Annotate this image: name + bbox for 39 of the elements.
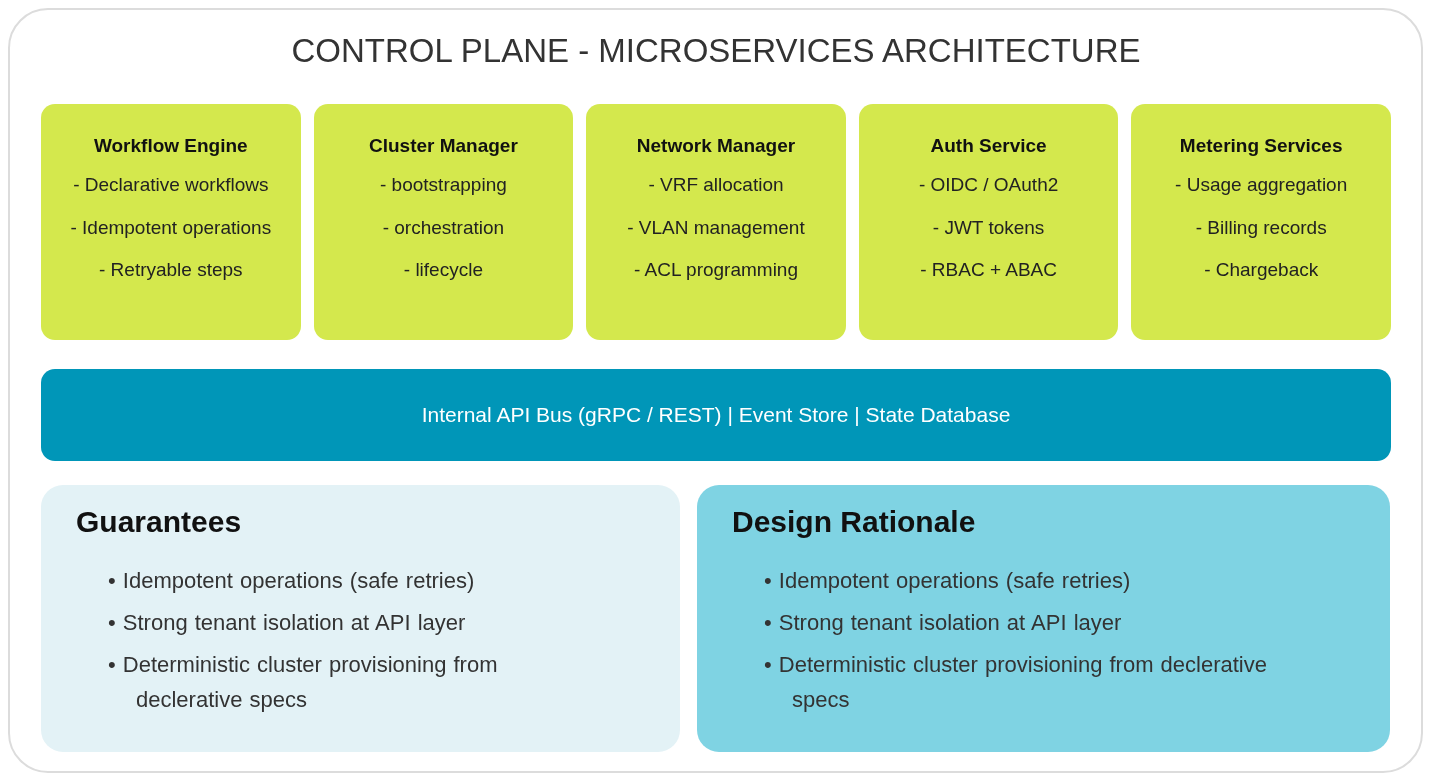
bullet-item: • Deterministic cluster provisioning from declerative specs bbox=[764, 651, 1268, 714]
bullet-item: • Idempotent operations (safe retries) bbox=[764, 567, 1132, 595]
service-box bbox=[586, 104, 846, 340]
service-feature: - orchestration bbox=[382, 216, 505, 240]
service-feature: - lifecycle bbox=[403, 259, 483, 282]
service-feature: - JWT tokens bbox=[932, 216, 1045, 240]
service-feature: - VLAN management bbox=[627, 216, 805, 240]
service-feature: - ACL programming bbox=[633, 259, 798, 282]
service-box bbox=[41, 104, 301, 340]
service-feature: - OIDC / OAuth2 bbox=[918, 174, 1059, 197]
info-panel bbox=[41, 485, 680, 752]
frame-heading: CONTROL PLANE - MICROSERVICES ARCHITECTURE bbox=[290, 31, 1142, 71]
service-heading: Cluster Manager bbox=[368, 135, 518, 157]
service-feature: - Billing records bbox=[1195, 216, 1327, 240]
bus-bar bbox=[41, 369, 1391, 461]
bullet-item: • Idempotent operations (safe retries) bbox=[108, 567, 476, 595]
service-heading: Workflow Engine bbox=[93, 135, 248, 157]
service-feature: - Idempotent operations bbox=[70, 216, 272, 240]
service-box bbox=[858, 104, 1119, 340]
panel-heading: Design Rationale bbox=[732, 505, 977, 539]
service-feature: - Retryable steps bbox=[99, 259, 243, 282]
service-feature: - Declarative workflows bbox=[73, 174, 269, 197]
panel-heading: Guarantees bbox=[76, 505, 243, 539]
service-feature: - bootstrapping bbox=[380, 174, 507, 197]
service-heading: Network Manager bbox=[636, 135, 796, 157]
service-feature: - RBAC + ABAC bbox=[920, 259, 1057, 282]
service-feature: - Chargeback bbox=[1204, 259, 1319, 282]
service-feature: - Usage aggregation bbox=[1175, 174, 1348, 197]
service-heading: Metering Services bbox=[1179, 135, 1343, 157]
bus-label: Internal API Bus (gRPC / REST) | Event Store | State Database bbox=[421, 403, 1011, 427]
service-feature: - VRF allocation bbox=[648, 174, 784, 197]
service-heading: Auth Service bbox=[930, 135, 1047, 157]
bullet-item: • Strong tenant isolation at API layer bbox=[764, 609, 1123, 637]
service-box bbox=[1131, 104, 1391, 340]
bullet-item: • Strong tenant isolation at API layer bbox=[108, 609, 467, 637]
bullet-item: • Deterministic cluster provisioning from declerative specs bbox=[108, 651, 499, 714]
service-box bbox=[313, 104, 574, 340]
frame-panel bbox=[8, 8, 1423, 773]
info-panel bbox=[697, 485, 1390, 752]
